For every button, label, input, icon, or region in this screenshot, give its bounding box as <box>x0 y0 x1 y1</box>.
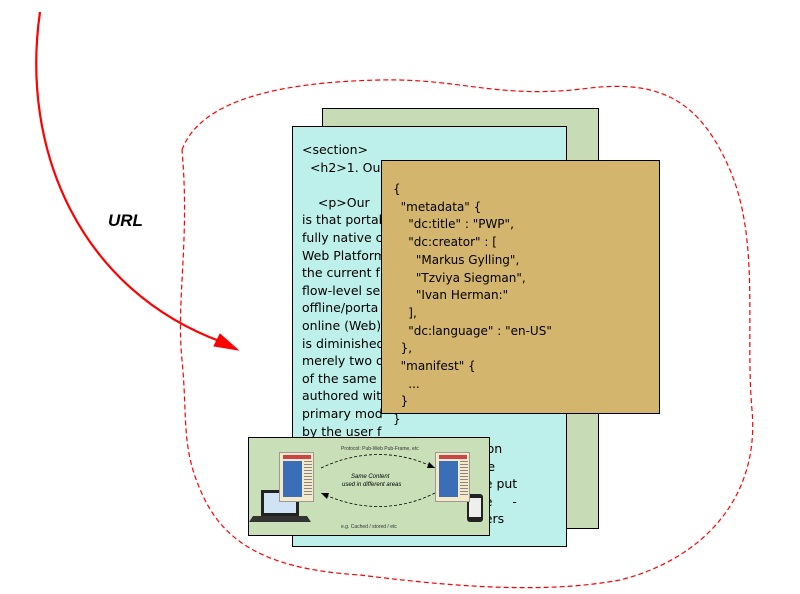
json-manifest-text: { "metadata" { "dc:title" : "PWP", "dc:c… <box>393 182 552 427</box>
publication-boundary <box>179 79 754 589</box>
url-arrowhead <box>213 333 240 351</box>
illustration-center-label-1: Same Content <box>351 474 390 480</box>
document-thumbnail-right <box>435 452 470 502</box>
illustration-top-caption: Protocol: Pub-Web Pub-Frame, etc <box>341 446 419 452</box>
document-thumbnail-left <box>279 452 314 502</box>
json-manifest-box: { "metadata" { "dc:title" : "PWP", "dc:c… <box>381 160 660 426</box>
illustration-bottom-caption: e.g. Cached / stored / etc <box>341 524 397 530</box>
exchange-arrow-bottom <box>320 492 436 507</box>
illustration-center-label-2: used in different areas <box>342 482 402 488</box>
exchange-arrow-top <box>320 454 436 469</box>
url-arrow <box>35 11 223 344</box>
url-label: URL <box>108 211 143 230</box>
devices-illustration: Protocol: Pub-Web Pub-Frame, etc e.g. Ca… <box>248 437 490 536</box>
